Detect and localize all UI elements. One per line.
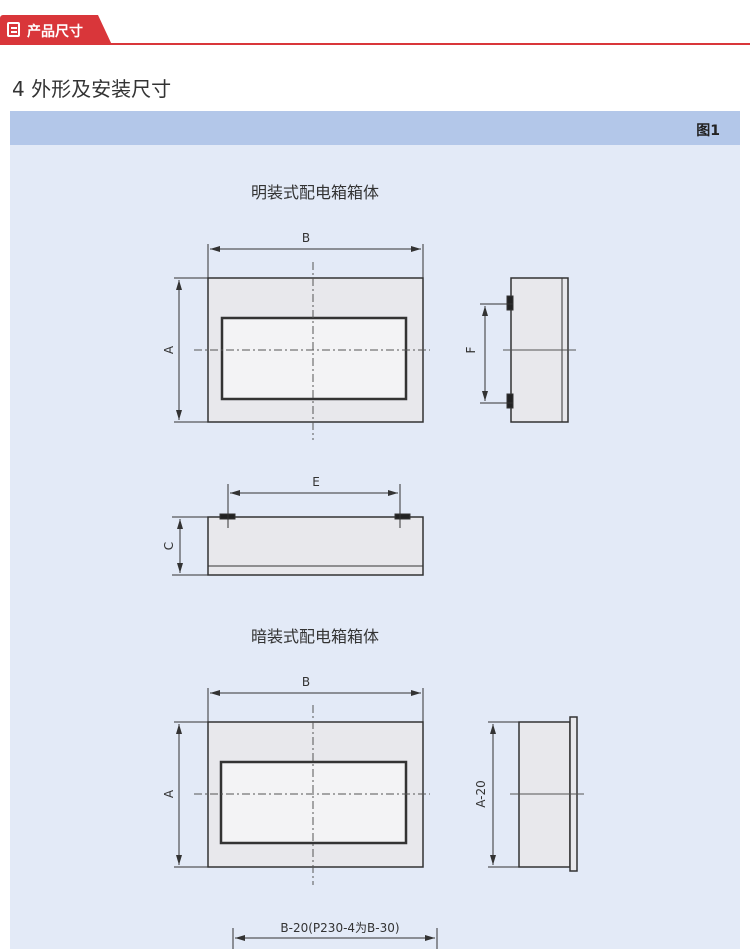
dim-e-label: E [312, 475, 320, 489]
divider [0, 43, 750, 45]
figure-header: 图1 [10, 111, 740, 145]
surface-bottom-view [172, 484, 424, 576]
dim-b-label: B [302, 675, 310, 689]
dim-b-label: B [302, 231, 310, 245]
surface-title: 明装式配电箱箱体 [251, 183, 379, 202]
flush-front-view [174, 688, 430, 885]
flush-bottom-dim [232, 928, 438, 949]
surface-side-view [480, 277, 576, 423]
dim-bottom-label: B-20(P230-4为B-30) [280, 921, 399, 935]
flush-side-view [488, 716, 584, 872]
dim-a20-label: A-20 [474, 780, 488, 808]
dim-f-label: F [464, 346, 478, 353]
figure-label: 图1 [696, 123, 720, 139]
section-tab: 产品尺寸 [0, 15, 112, 45]
section-tab-label: 产品尺寸 [27, 24, 83, 40]
flush-title: 暗装式配电箱箱体 [251, 627, 379, 646]
page-title: 4 外形及安装尺寸 [12, 77, 172, 101]
surface-front-view [174, 244, 430, 440]
dim-c-label: C [162, 542, 176, 550]
dim-a-label: A [162, 789, 176, 798]
document-icon [7, 22, 20, 37]
dim-a-label: A [162, 345, 176, 354]
